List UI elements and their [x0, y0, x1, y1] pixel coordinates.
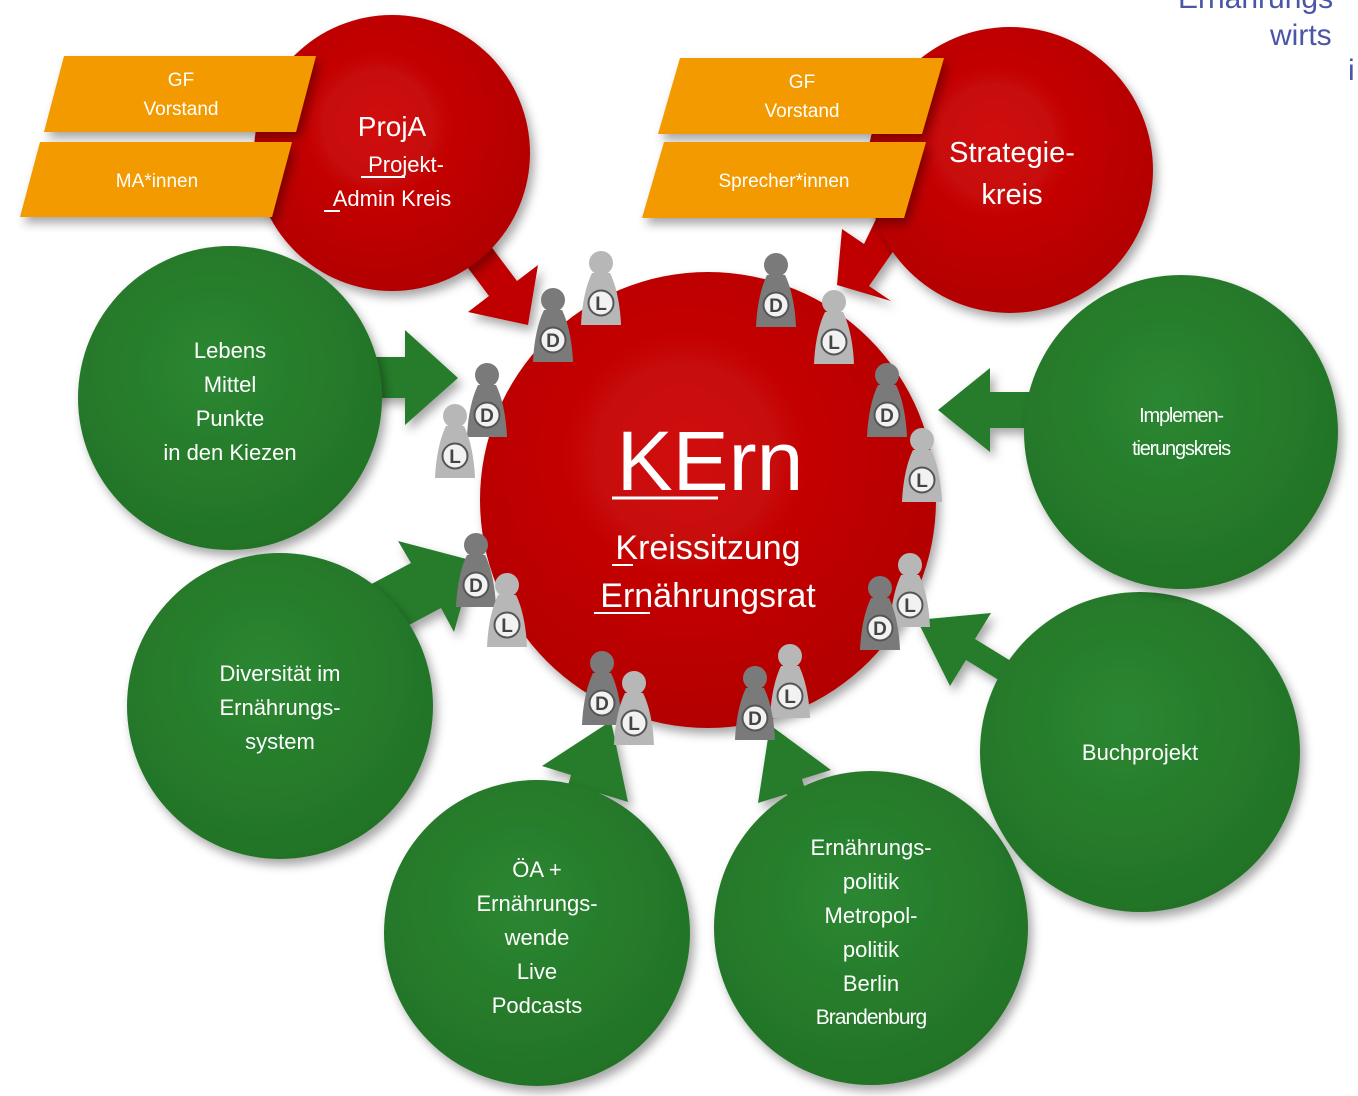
- strategie-badge-2-line1: Sprecher*innen: [719, 171, 850, 192]
- token-lead-7: L: [614, 671, 654, 745]
- token-lead-5: L: [487, 573, 527, 647]
- arrow-buchprojekt: [917, 613, 1019, 687]
- corner-title-line3: i: [1348, 54, 1355, 87]
- strategie-label: Strategie- kreis: [949, 137, 1075, 211]
- token-delegate-4-letter: D: [880, 406, 894, 427]
- proja-line3: Admin Kreis: [333, 186, 452, 211]
- kern-title: KErn: [617, 414, 804, 508]
- ernaehrungspolitik-line4: politik: [843, 937, 900, 962]
- implementierung-circle: [1024, 275, 1338, 589]
- strategie-badge-gf-vorstand: [658, 58, 944, 134]
- lebensmittelpunkte-circle: [78, 246, 382, 550]
- token-lead-6-letter: L: [904, 596, 916, 617]
- token-lead-5-letter: L: [501, 616, 513, 637]
- proja-badges: GF Vorstand MA*innen: [20, 56, 316, 217]
- token-lead-6: L: [890, 553, 930, 627]
- token-delegate-1: D: [533, 288, 573, 362]
- lebensmittelpunkte-line4: in den Kiezen: [163, 440, 296, 465]
- token-delegate-8-letter: D: [748, 709, 762, 730]
- token-delegate-5-letter: D: [469, 576, 483, 597]
- green-circles: [78, 246, 1338, 1086]
- proja-badge-2-line1: MA*innen: [116, 171, 198, 192]
- token-lead-7-letter: L: [628, 714, 640, 735]
- token-lead-8: L: [770, 644, 810, 718]
- token-lead-1: L: [581, 251, 621, 325]
- ernaehrungspolitik-line1: Ernährungs-: [810, 835, 931, 860]
- proja-label: ProjA Projekt- Admin Kreis: [324, 111, 452, 212]
- token-lead-2: L: [814, 290, 854, 364]
- kern-subtitle1: Kreissitzung: [615, 529, 800, 567]
- ernaehrungspolitik-line2: politik: [843, 869, 900, 894]
- implementierung-line2: tierungskreis: [1132, 438, 1231, 460]
- oea-line5: Podcasts: [492, 993, 583, 1018]
- strategie-line2: kreis: [981, 179, 1042, 211]
- token-delegate-3-letter: D: [480, 406, 494, 427]
- buchprojekt-line1: Buchprojekt: [1082, 740, 1198, 765]
- arrow-implementierung: [938, 368, 1050, 452]
- token-lead-2-letter: L: [828, 333, 840, 354]
- green-labels: Lebens Mittel Punkte in den Kiezen Diver…: [163, 338, 1232, 1029]
- token-delegate-4: D: [867, 363, 907, 437]
- ernaehrungspolitik-line6: Brandenburg: [816, 1006, 927, 1029]
- ernaehrungspolitik-circle: [714, 771, 1028, 1085]
- kern-subtitle2: Ernährungsrat: [600, 577, 816, 615]
- implementierung-line1: Implemen-: [1139, 405, 1223, 427]
- proja-badge-1-line1: GF: [168, 70, 194, 91]
- diversitaet-line3: system: [245, 729, 315, 754]
- lebensmittelpunkte-line1: Lebens: [194, 338, 266, 363]
- token-delegate-7: D: [582, 651, 622, 725]
- token-lead-4: L: [902, 428, 942, 502]
- token-delegate-3: D: [467, 363, 507, 437]
- token-lead-1-letter: L: [595, 294, 607, 315]
- strategie-circle: [867, 27, 1153, 313]
- oea-line3: wende: [504, 925, 570, 950]
- token-delegate-6-letter: D: [873, 619, 887, 640]
- proja-line2: Projekt-: [368, 152, 444, 177]
- buchprojekt-circle: [980, 592, 1300, 912]
- kern-label: KErn Kreissitzung Ernährungsrat: [594, 414, 816, 615]
- token-delegate-8: D: [735, 666, 775, 740]
- proja-title: ProjA: [358, 111, 427, 142]
- token-delegate-2-letter: D: [769, 296, 783, 317]
- strategie-line1: Strategie-: [949, 137, 1075, 169]
- proja-badge-gf-vorstand: [44, 56, 316, 132]
- diversitaet-line1: Diversität im: [219, 661, 340, 686]
- lebensmittelpunkte-line2: Mittel: [204, 372, 257, 397]
- proja-badge-1-line2: Vorstand: [144, 99, 219, 120]
- proja-circle: [254, 15, 530, 291]
- token-delegate-1-letter: D: [546, 331, 560, 352]
- strategie-badge-1-line1: GF: [789, 72, 815, 93]
- strategie-badge-sprecher: [642, 142, 926, 218]
- oea-line1: ÖA +: [512, 857, 562, 882]
- corner-title-line1: Ernährungs: [1178, 0, 1333, 15]
- oea-line4: Live: [517, 959, 557, 984]
- token-lead-8-letter: L: [784, 687, 796, 708]
- arrow-oea: [542, 721, 628, 810]
- diversitaet-circle: [127, 553, 433, 859]
- token-lead-4-letter: L: [916, 471, 928, 492]
- strategie-badge-1-line2: Vorstand: [765, 101, 840, 122]
- oea-circle: [384, 780, 690, 1086]
- oea-line2: Ernährungs-: [476, 891, 597, 916]
- strategie-badges: GF Vorstand Sprecher*innen: [642, 58, 944, 218]
- token-delegate-2: D: [756, 253, 796, 327]
- corner-title-line2: wirts: [1269, 19, 1332, 52]
- arrow-lebensmittel: [358, 330, 458, 425]
- proja-badge-ma-innen: [20, 142, 292, 217]
- corner-title: Ernährungs wirts i: [1178, 0, 1355, 87]
- arrow-ernaehrungspolitik: [758, 725, 831, 810]
- diversitaet-line2: Ernährungs-: [219, 695, 340, 720]
- token-lead-3: L: [435, 404, 475, 478]
- lebensmittelpunkte-line3: Punkte: [196, 406, 265, 431]
- ernaehrungspolitik-line5: Berlin: [843, 971, 899, 996]
- token-lead-3-letter: L: [449, 447, 461, 468]
- token-delegate-5: D: [456, 533, 496, 607]
- token-delegate-6: D: [860, 576, 900, 650]
- token-delegate-7-letter: D: [595, 694, 609, 715]
- ernaehrungspolitik-line3: Metropol-: [825, 903, 918, 928]
